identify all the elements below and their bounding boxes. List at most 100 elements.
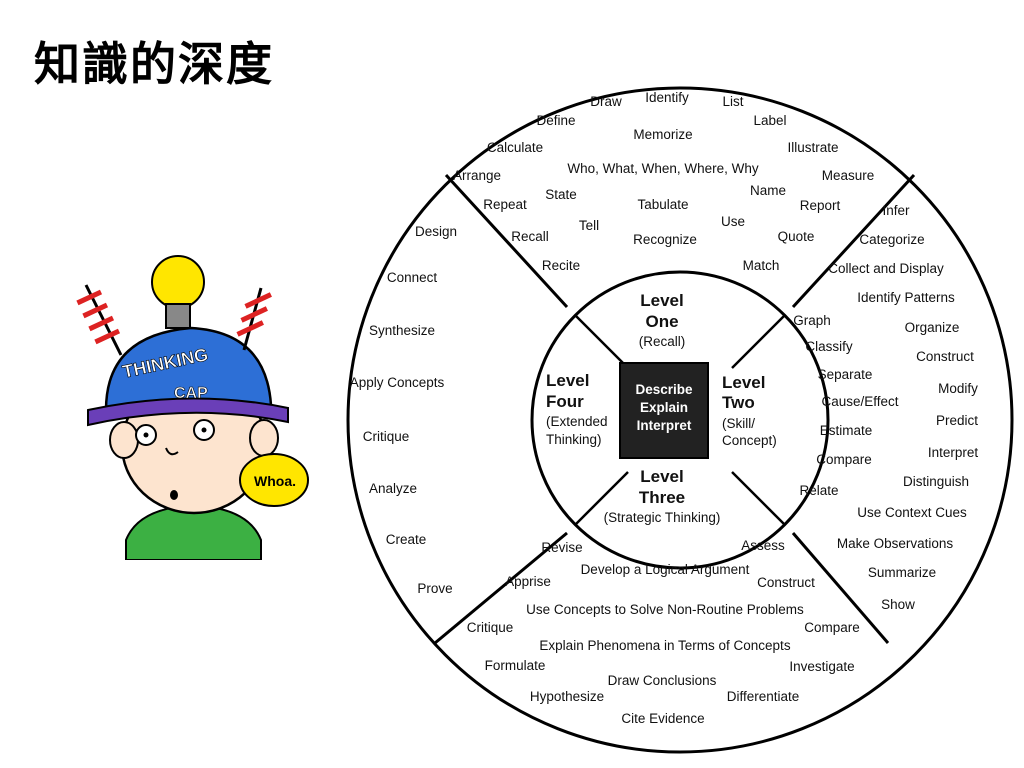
word: Construct [757, 575, 815, 590]
level-four-title2: Four [546, 392, 584, 411]
word: Create [386, 532, 427, 547]
level-three-sub: (Strategic Thinking) [604, 510, 721, 525]
level-three-title2: Three [639, 488, 685, 507]
word: Apprise [505, 574, 551, 589]
word: Compare [816, 452, 872, 467]
word: Design [415, 224, 457, 239]
level-one-title1: Level [640, 291, 683, 310]
word: Organize [905, 320, 960, 335]
word: Identify Patterns [857, 290, 955, 305]
level-two-sub1: (Skill/ [722, 416, 755, 431]
word: Recite [542, 258, 580, 273]
level-three-title1: Level [640, 467, 683, 486]
word: Measure [822, 168, 875, 183]
word: Hypothesize [530, 689, 604, 704]
center-explain: Explain [640, 400, 688, 415]
word: Draw [590, 94, 622, 109]
word: List [722, 94, 743, 109]
level-four-title1: Level [546, 371, 589, 390]
divider-se [791, 532, 890, 644]
word: Tabulate [637, 197, 688, 212]
divider-sw [434, 531, 568, 645]
word: Formulate [485, 658, 546, 673]
word: Tell [579, 218, 599, 233]
word: Compare [804, 620, 860, 635]
word: Connect [387, 270, 438, 285]
word: Recall [511, 229, 549, 244]
word: Differentiate [727, 689, 800, 704]
thinking-cap-illustration: THINKING CAP Whoa. [76, 255, 309, 560]
word: Investigate [789, 659, 854, 674]
divider-nw [444, 173, 569, 309]
nose [165, 447, 179, 456]
word: Use [721, 214, 745, 229]
word: Develop a Logical Argument [581, 562, 750, 577]
word: Apply Concepts [350, 375, 445, 390]
word: Cause/Effect [821, 394, 898, 409]
word: Synthesize [369, 323, 435, 338]
word: Distinguish [903, 474, 969, 489]
word: Label [753, 113, 786, 128]
shirt [125, 507, 262, 560]
divider-ne [791, 173, 916, 309]
word: Analyze [369, 481, 417, 496]
word: Identify [645, 90, 689, 105]
word: Graph [793, 313, 831, 328]
word: Critique [467, 620, 514, 635]
cap-label-2: CAP [174, 385, 208, 402]
word: Recognize [633, 232, 697, 247]
right-ear [249, 419, 279, 457]
left-ear [109, 421, 139, 459]
word: Who, What, When, Where, Why [567, 161, 759, 176]
center-box [619, 362, 709, 459]
center-interpret: Interpret [637, 418, 692, 433]
dok-wheel: Describe Explain Interpret Level One (Re… [346, 86, 1014, 754]
word: Use Context Cues [857, 505, 967, 520]
level-four-sub1: (Extended [546, 414, 608, 429]
word: Categorize [859, 232, 924, 247]
level-one-title2: One [645, 312, 678, 331]
word: Calculate [487, 140, 543, 155]
word: Estimate [820, 423, 873, 438]
helmet-brim [87, 397, 289, 427]
speech-bubble [239, 453, 309, 507]
word: Summarize [868, 565, 936, 580]
word: Critique [363, 429, 410, 444]
center-describe: Describe [635, 382, 693, 397]
word: Prove [417, 581, 452, 596]
word: Modify [938, 381, 978, 396]
word: Relate [799, 483, 838, 498]
word: Classify [805, 339, 853, 354]
level-two-title1: Level [722, 373, 765, 392]
word: Make Observations [837, 536, 954, 551]
page-title: 知識的深度 [34, 37, 274, 91]
word: Define [536, 113, 575, 128]
word: Explain Phenomena in Terms of Concepts [539, 638, 790, 653]
level-two-sub2: Concept) [722, 433, 777, 448]
word: Memorize [633, 127, 692, 142]
word: Draw Conclusions [608, 673, 717, 688]
word: Use Concepts to Solve Non-Routine Proble… [526, 602, 804, 617]
level-two-title2: Two [722, 393, 755, 412]
level-four-sub2: Thinking) [546, 432, 602, 447]
mouth [170, 490, 178, 500]
word: Show [881, 597, 915, 612]
word: Quote [778, 229, 815, 244]
word: Infer [882, 203, 910, 218]
level-one-sub: (Recall) [639, 334, 686, 349]
word: Construct [916, 349, 974, 364]
word: Illustrate [787, 140, 838, 155]
word: Collect and Display [828, 261, 944, 276]
word: Interpret [928, 445, 979, 460]
bubble-text: Whoa. [254, 473, 296, 489]
word: Name [750, 183, 786, 198]
word: Revise [541, 540, 582, 555]
word: State [545, 187, 577, 202]
word: Predict [936, 413, 978, 428]
word: Report [800, 198, 841, 213]
lightbulb-icon [151, 255, 205, 309]
word: Separate [818, 367, 873, 382]
word: Repeat [483, 197, 527, 212]
word: Match [743, 258, 780, 273]
word: Assess [741, 538, 785, 553]
